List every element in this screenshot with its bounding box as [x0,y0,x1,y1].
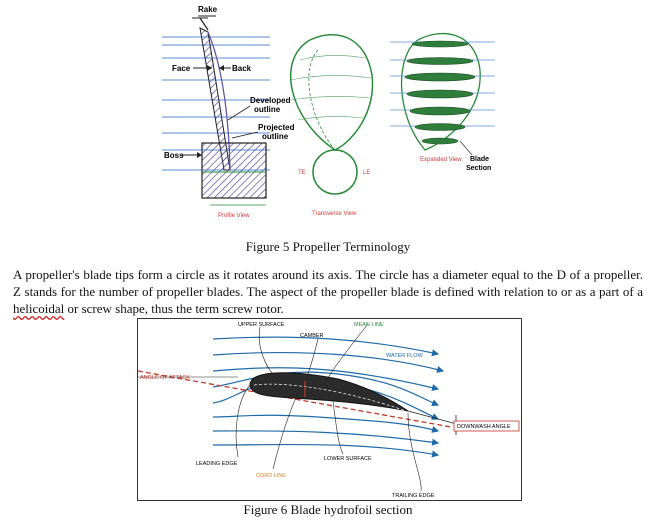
te-label: TE [298,170,306,176]
hydrofoil-diagram: UPPER SURFACE CAMBER MEAN LINE WATER FLO… [137,322,520,499]
projected-outline-label-2: outline [262,132,289,141]
body-paragraph: A propeller's blade tips form a circle a… [13,266,643,317]
lower-surface-label: LOWER SURFACE [324,456,372,462]
mean-line-label: MEAN LINE [354,322,384,328]
developed-outline-label-2: outline [254,105,281,114]
figure-5-propeller-terminology: Rake Face Back Developed outline Project… [150,0,510,225]
rake-label: Rake [198,5,218,14]
upper-surface-label: UPPER SURFACE [238,322,285,328]
trailing-edge-label: TRAILING EDGE [392,493,435,499]
boss-label: Boss [164,151,184,160]
camber-label: CAMBER [300,333,324,339]
blade-section-label-2: Section [466,165,491,172]
cord-line-label: CORD LINE [256,473,286,479]
back-label: Back [232,64,252,73]
paragraph-text-2: or screw shape, thus the term screw roto… [64,301,284,316]
expanded-view-label: Expanded View [420,157,462,163]
leading-edge-label: LEADING EDGE [196,461,238,467]
paragraph-flagged-word: helicoidal [13,301,65,316]
water-flow-label: WATER FLOW [386,353,423,359]
figure-6-blade-hydrofoil: UPPER SURFACE CAMBER MEAN LINE WATER FLO… [137,318,522,501]
le-label: LE [363,170,370,176]
profile-view-label: Profile View [218,213,250,219]
blade-section-label-1: Blade [470,156,489,163]
developed-outline-label-1: Developed [250,96,291,105]
propeller-diagram: Rake Face Back Developed outline Project… [162,5,495,219]
downwash-angle-label: DOWNWASH ANGLE [457,424,511,430]
projected-outline-label-1: Projected [258,123,295,132]
transverse-view-label: Transverse View [312,211,357,217]
figure-5-caption: Figure 5 Propeller Terminology [245,239,411,254]
face-label: Face [172,64,191,73]
paragraph-text-1: A propeller's blade tips form a circle a… [13,267,643,299]
angle-of-attack-label: ANGLE OF ATTACK [140,375,190,381]
figure-6-caption: Figure 6 Blade hydrofoil section [243,502,413,517]
